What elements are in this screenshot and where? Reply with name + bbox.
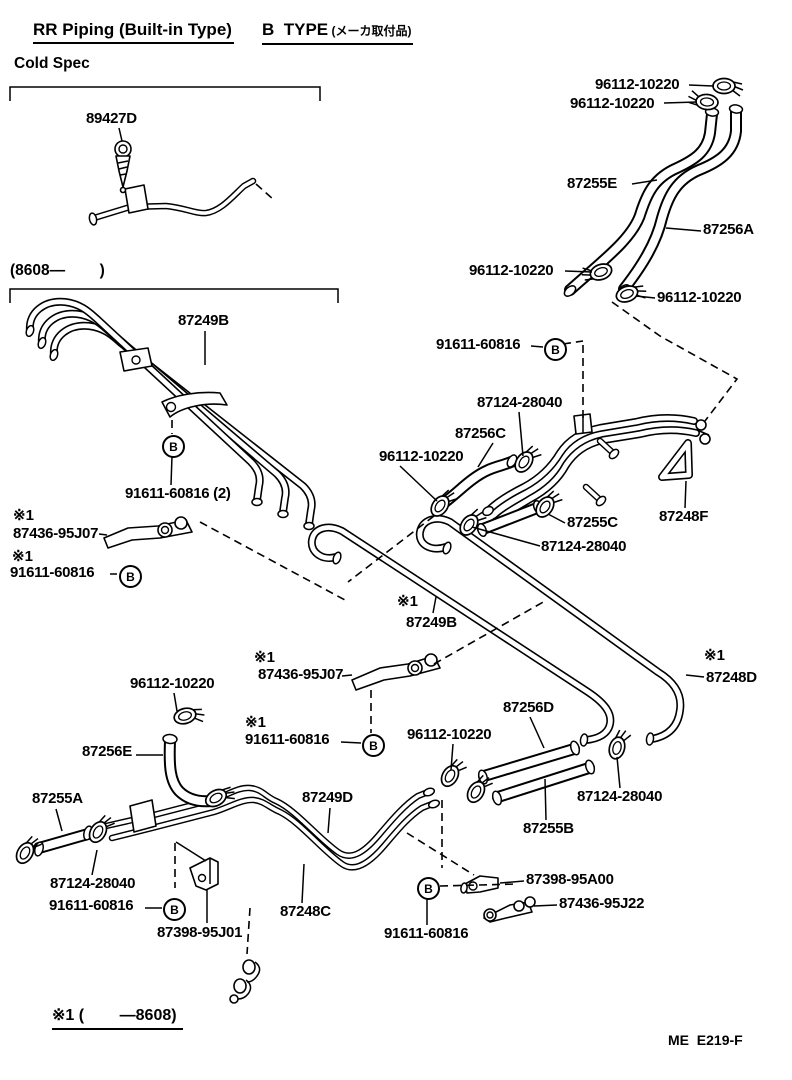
part-label-87436-95j22: 87436-95J22 xyxy=(559,895,645,912)
rear-hoses-87255e-87256a xyxy=(563,104,744,297)
part-label-96112-10220: 96112-10220 xyxy=(595,76,680,93)
footnote-mark: ※1 xyxy=(12,548,33,565)
part-label-87398-95a00: 87398-95A00 xyxy=(526,871,614,888)
part-label-87248c: 87248C xyxy=(280,903,331,920)
part-label-96112-10220: 96112-10220 xyxy=(469,262,554,279)
type-heading: B TYPE (メーカ取付品) xyxy=(262,20,414,45)
part-label-96112-10220: 96112-10220 xyxy=(379,448,464,465)
bracket-87398-95a00 xyxy=(460,875,499,894)
part-label-87256c: 87256C xyxy=(455,425,506,442)
part-label-87249b: 87249B xyxy=(178,312,229,329)
part-label-87256d: 87256D xyxy=(503,699,554,716)
cold-spec-bracket xyxy=(9,86,321,101)
bolt-callout-b: B xyxy=(163,898,186,921)
loose-clip-part xyxy=(229,959,261,1004)
part-label-87124-28040: 87124-28040 xyxy=(50,875,136,892)
part-label-87436-95j07: 87436-95J07 xyxy=(13,525,99,542)
part-label-87249d: 87249D xyxy=(302,789,353,806)
part-label-87124-28040: 87124-28040 xyxy=(477,394,563,411)
label-leader-lines xyxy=(55,84,714,925)
pipe-assembly-87249d xyxy=(33,733,441,867)
part-label-87124-28040: 87124-28040 xyxy=(577,788,663,805)
part-label-87124-28040: 87124-28040 xyxy=(541,538,627,555)
bracket-87436-95j07-upper xyxy=(103,516,193,549)
part-label-96112-10220: 96112-10220 xyxy=(657,289,742,306)
part-label-87255b: 87255B xyxy=(523,820,574,837)
doc-code: ME E219-F xyxy=(668,1032,743,1048)
footnote-mark: ※1 xyxy=(397,593,418,610)
bolt-callout-b: B xyxy=(417,877,440,900)
part-label-87256a: 87256A xyxy=(703,221,754,238)
part-label-91611-60816: 91611-60816 xyxy=(49,897,134,914)
part-label-87248f: 87248F xyxy=(659,508,709,525)
part-label-91611-60816: 91611-60816 xyxy=(436,336,521,353)
part-label-96112-10220: 96112-10220 xyxy=(130,675,215,692)
date-range-bracket xyxy=(9,288,339,303)
part-label-91611-60816: 91611-60816 xyxy=(245,731,330,748)
footnote-mark: ※1 xyxy=(704,647,725,664)
bolt-callout-b: B xyxy=(362,734,385,757)
bracket-87436-95j22 xyxy=(483,896,536,923)
pipe-assembly-87249b-upper xyxy=(25,302,314,531)
date-range-heading: (8608— ) xyxy=(10,262,105,279)
part-label-91611-60816: 91611-60816 xyxy=(384,925,469,942)
part-label-87248d: 87248D xyxy=(706,669,757,686)
bracket-87398-95j01 xyxy=(189,857,219,891)
footnote-legend: ※1 ( —8608) xyxy=(52,1005,183,1030)
part-label-91611-60816: 91611-60816 xyxy=(10,564,95,581)
part-label-89427d: 89427D xyxy=(86,110,137,127)
part-label-87436-95j07: 87436-95J07 xyxy=(258,666,344,683)
part-label-96112-10220: 96112-10220 xyxy=(570,95,655,112)
bolt-callout-b: B xyxy=(119,565,142,588)
part-label-87256e: 87256E xyxy=(82,743,132,760)
bolt-callout-b: B xyxy=(544,338,567,361)
part-label-87398-95j01: 87398-95J01 xyxy=(157,924,243,941)
type-note: (メーカ取付品) xyxy=(328,24,412,38)
bolt-callout-b: B xyxy=(162,435,185,458)
sensor-and-pipe xyxy=(88,140,275,226)
footnote-mark: ※1 xyxy=(254,649,275,666)
type-label: B TYPE xyxy=(262,20,329,39)
bracket-87436-95j07-lower xyxy=(351,653,441,691)
part-label-87249b: 87249B xyxy=(406,614,457,631)
part-label-96112-10220: 96112-10220 xyxy=(407,726,492,743)
part-label-87255a: 87255A xyxy=(32,790,83,807)
footnote-mark: ※1 xyxy=(13,507,34,524)
long-pipes-87249b-87248d xyxy=(312,519,681,747)
part-label-91611-60816-2: 91611-60816 (2) xyxy=(125,485,231,502)
part-label-87255c: 87255C xyxy=(567,514,618,531)
page-title: RR Piping (Built-in Type) xyxy=(33,20,234,44)
cold-spec-heading: Cold Spec xyxy=(14,55,90,72)
part-label-87255e: 87255E xyxy=(567,175,617,192)
footnote-mark: ※1 xyxy=(245,714,266,731)
reference-dashed-lines xyxy=(171,301,739,955)
